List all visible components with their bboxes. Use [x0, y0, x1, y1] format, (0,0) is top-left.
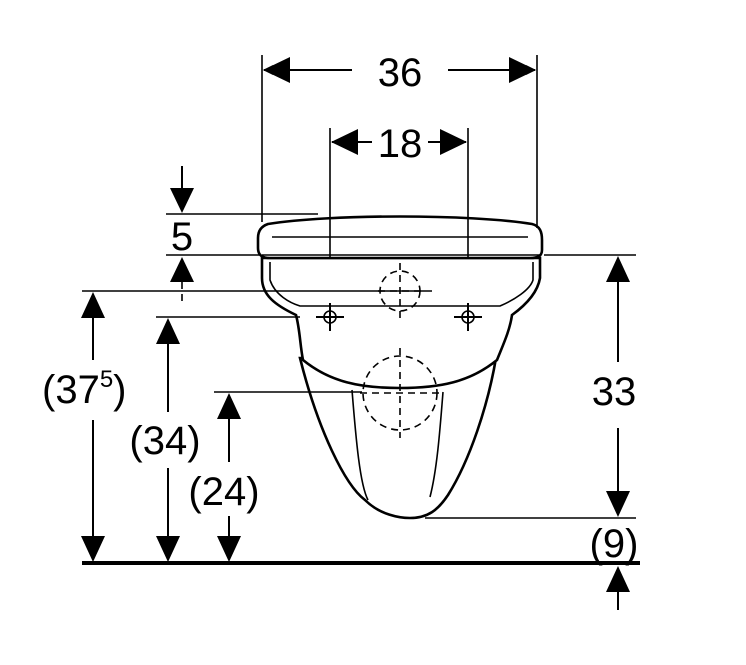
bowl-body [298, 356, 498, 520]
left-bolt-marker [316, 303, 344, 331]
arrow-375-bottom [81, 536, 105, 562]
dim-label-24: (24) [188, 470, 259, 514]
arrow-34-bottom [156, 536, 180, 562]
arrow-33-bottom [606, 491, 630, 517]
right-bolt-marker [454, 303, 482, 331]
arrow-375-top [81, 292, 105, 318]
dim-label-33: 33 [592, 370, 637, 414]
arrow-5-top [170, 188, 194, 213]
arrow-24-top [217, 393, 241, 419]
arrow-36-left [263, 57, 290, 83]
arrow-24-bottom [217, 536, 241, 562]
dim-label-9: (9) [590, 522, 639, 566]
dim-label-34: (34) [129, 419, 200, 463]
arrow-36-right [509, 57, 536, 83]
arrow-18-right [440, 129, 467, 155]
arrow-34-top [156, 318, 180, 344]
arrow-9-bottom [606, 566, 630, 592]
arrow-18-left [331, 129, 358, 155]
dim-label-5: 5 [171, 215, 193, 259]
bowl-inner-right [429, 391, 444, 498]
arrow-5-bottom [170, 257, 194, 282]
dim-label-36: 36 [378, 51, 423, 95]
dim-label-18: 18 [378, 122, 423, 166]
dim-label-375: (375) [42, 366, 127, 412]
bowl-inner-left [351, 389, 369, 501]
arrow-33-top [606, 256, 630, 282]
